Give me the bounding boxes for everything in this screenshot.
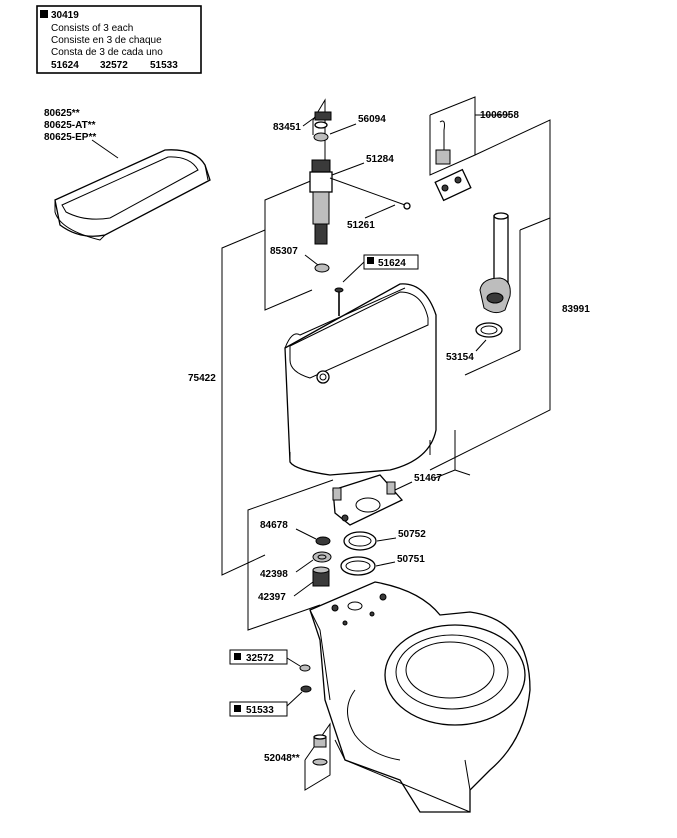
gasket-frame	[247, 430, 471, 631]
label-51533: 51533	[246, 705, 274, 716]
part-52048	[312, 734, 328, 766]
kit-number: 30419	[51, 10, 79, 21]
toilet-bowl	[309, 581, 531, 813]
label-42397: 42397	[258, 592, 286, 603]
part-51284-fill-valve	[309, 159, 411, 245]
label-42398: 42398	[260, 569, 288, 580]
kit-part-1: 51624	[51, 60, 79, 71]
tank-lid	[54, 149, 211, 241]
label-lid-2: 80625-AT**	[44, 120, 96, 131]
part-42397	[312, 566, 330, 587]
label-lid-1: 80625**	[44, 108, 80, 119]
bullet-32572-icon	[234, 653, 241, 660]
kit-box: 30419 Consists of 3 each Consiste en 3 d…	[36, 5, 202, 74]
part-32572	[299, 664, 311, 672]
box-32572	[229, 649, 288, 665]
box-51533	[229, 701, 288, 717]
fill-valve-frame	[264, 98, 326, 311]
label-84678: 84678	[260, 520, 288, 531]
kit-part-2: 32572	[100, 60, 128, 71]
label-32572: 32572	[246, 653, 274, 664]
label-85307: 85307	[270, 246, 298, 257]
part-53154	[475, 322, 503, 338]
label-50751: 50751	[397, 554, 425, 565]
part-84678	[315, 536, 331, 546]
label-56094: 56094	[358, 114, 386, 125]
label-50752: 50752	[398, 529, 426, 540]
kit-part-3: 51533	[150, 60, 178, 71]
label-75422: 75422	[188, 373, 216, 384]
label-51261: 51261	[347, 220, 375, 231]
part-50752	[343, 531, 377, 551]
kit-line-2: Consiste en 3 de chaque	[51, 35, 162, 46]
label-52048: 52048**	[264, 753, 300, 764]
toilet-tank	[284, 283, 437, 476]
bullet-51533-icon	[234, 705, 241, 712]
part-1006958-trip-lever	[434, 120, 472, 202]
label-83991: 83991	[562, 304, 590, 315]
label-51284: 51284	[366, 154, 394, 165]
part-51467-plate	[332, 474, 404, 526]
label-83451: 83451	[273, 122, 301, 133]
kit-line-1: Consists of 3 each	[51, 23, 133, 34]
flush-valve	[479, 212, 511, 314]
part-83451	[314, 111, 332, 129]
kit-box-frame	[36, 5, 202, 74]
kit-line-3: Consta de 3 de cada uno	[51, 47, 163, 58]
kit-bullet-icon	[40, 10, 48, 18]
part-85307	[314, 263, 330, 273]
part-50751	[340, 556, 376, 576]
part-42398	[312, 551, 332, 563]
bullet-51624-icon	[367, 257, 374, 264]
label-53154: 53154	[446, 352, 474, 363]
label-1006958: 1006958	[480, 110, 519, 121]
tank-frame	[221, 119, 551, 576]
label-51467: 51467	[414, 473, 442, 484]
label-51624: 51624	[378, 258, 406, 269]
label-lid-3: 80625-EP**	[44, 132, 96, 143]
part-56094	[313, 132, 329, 142]
bolt-cap-frame	[304, 722, 331, 791]
part-51533	[300, 685, 312, 693]
